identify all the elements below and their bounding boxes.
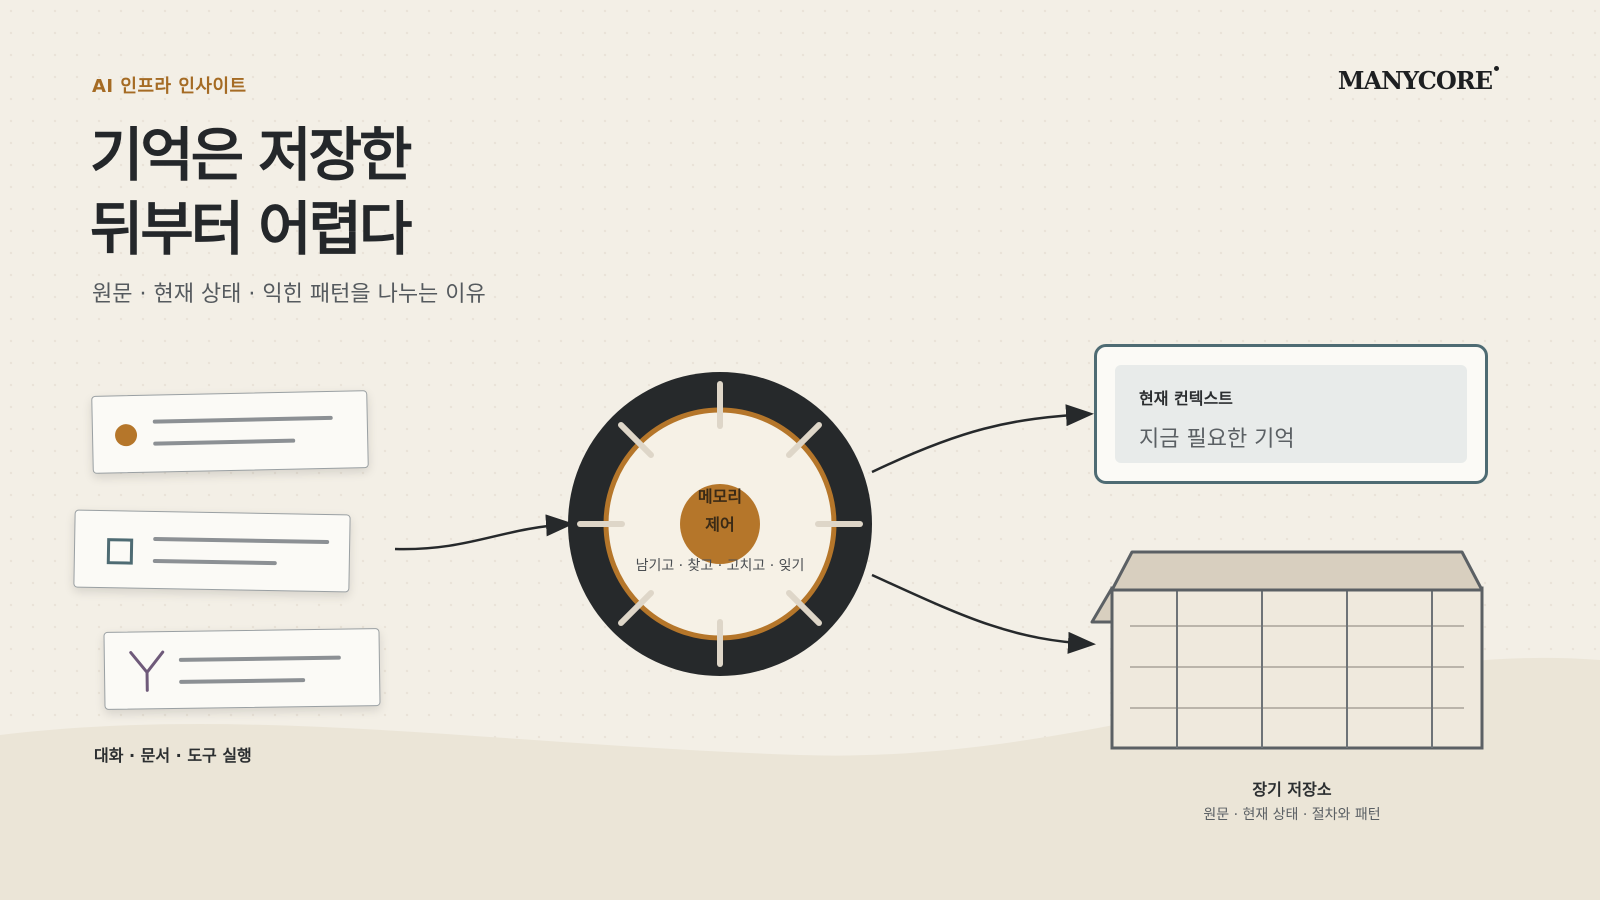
hub-core <box>680 484 760 564</box>
current-context-panel: 현재 컨텍스트 지금 필요한 기억 <box>1094 344 1488 484</box>
storage-subtitle: 원문 · 현재 상태 · 절차와 패턴 <box>1203 807 1381 823</box>
hub-label-line2: 제어 <box>705 515 734 534</box>
context-title: 현재 컨텍스트 <box>1139 389 1233 408</box>
arrow-inputs-to-hub <box>394 514 574 551</box>
hub-ticks <box>577 381 863 667</box>
hub-operations: 남기고 · 찾고 · 고치고 · 잊기 <box>636 558 805 574</box>
memory-hub: 메모리 제어 남기고 · 찾고 · 고치고 · 잊기 <box>568 372 872 676</box>
kicker-label: AI 인프라 인사이트 <box>92 76 247 97</box>
fork-icon <box>129 650 165 692</box>
text-line <box>179 678 306 684</box>
arrow-hub-to-storage <box>871 573 1096 654</box>
context-text: 지금 필요한 기억 <box>1139 427 1295 452</box>
hub-label-line1: 메모리 <box>698 487 742 506</box>
input-card-tool-run <box>103 628 381 710</box>
text-line <box>178 655 341 662</box>
inputs-caption: 대화 · 문서 · 도구 실행 <box>94 746 252 765</box>
storage-cabinet <box>1110 550 1484 750</box>
input-card-document <box>73 509 351 593</box>
storage-title: 장기 저장소 <box>1252 780 1332 799</box>
square-icon <box>106 538 134 565</box>
arrow-hub-to-context <box>871 404 1094 474</box>
text-line <box>152 415 333 424</box>
circle-icon <box>114 423 138 447</box>
page-subtitle: 원문 · 현재 상태 · 익힌 패턴을 나누는 이유 <box>92 282 486 307</box>
text-line <box>153 438 296 446</box>
input-card-conversation <box>91 390 369 474</box>
title-line-1: 기억은 저장한 <box>90 121 412 189</box>
title-line-2: 뒤부터 어렵다 <box>90 195 412 263</box>
page-title: 기억은 저장한 뒤부터 어렵다 <box>90 118 412 266</box>
text-line <box>153 536 330 545</box>
current-context-inner: 현재 컨텍스트 지금 필요한 기억 <box>1115 365 1467 463</box>
brand-logo: MANYCORE <box>1337 66 1500 95</box>
text-line <box>152 558 277 566</box>
